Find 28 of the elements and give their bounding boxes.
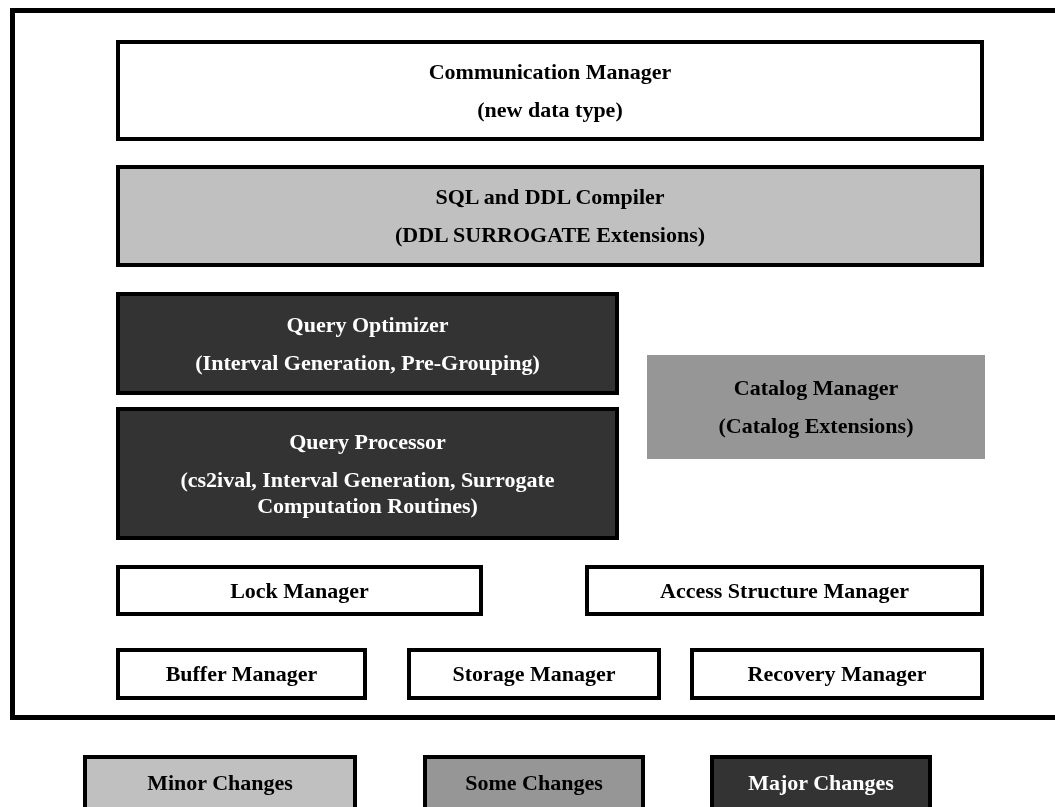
legend-label: Some Changes bbox=[465, 770, 603, 796]
component-note: (DDL SURROGATE Extensions) bbox=[394, 222, 706, 248]
component-box bbox=[116, 165, 984, 267]
component-note: (new data type) bbox=[477, 96, 623, 123]
component-box bbox=[116, 407, 619, 540]
component-box bbox=[116, 40, 984, 141]
component-name: Recovery Manager bbox=[747, 661, 927, 687]
component-name: Storage Manager bbox=[452, 661, 616, 687]
legend-label: Minor Changes bbox=[147, 770, 293, 796]
legend-label: Major Changes bbox=[748, 770, 894, 796]
component-name: Communication Manager bbox=[428, 58, 672, 85]
component-box bbox=[116, 565, 483, 616]
component-name: Access Structure Manager bbox=[660, 577, 909, 604]
component-box bbox=[690, 648, 984, 700]
component-name: Query Optimizer bbox=[286, 311, 449, 338]
component-box bbox=[647, 355, 985, 459]
component-box bbox=[407, 648, 661, 700]
component-box bbox=[116, 292, 619, 395]
component-name: Lock Manager bbox=[230, 577, 369, 604]
component-name: Query Processor bbox=[289, 428, 446, 455]
component-name: Buffer Manager bbox=[165, 661, 318, 687]
component-box bbox=[116, 648, 367, 700]
component-note: (Interval Generation, Pre-Grouping) bbox=[195, 349, 540, 376]
component-note: (cs2ival, Interval Generation, Surrogate Computation Routines) bbox=[179, 466, 556, 519]
component-name: SQL and DDL Compiler bbox=[435, 184, 665, 210]
component-box bbox=[585, 565, 984, 616]
component-name: Catalog Manager bbox=[733, 375, 899, 401]
component-note: (Catalog Extensions) bbox=[718, 413, 914, 439]
